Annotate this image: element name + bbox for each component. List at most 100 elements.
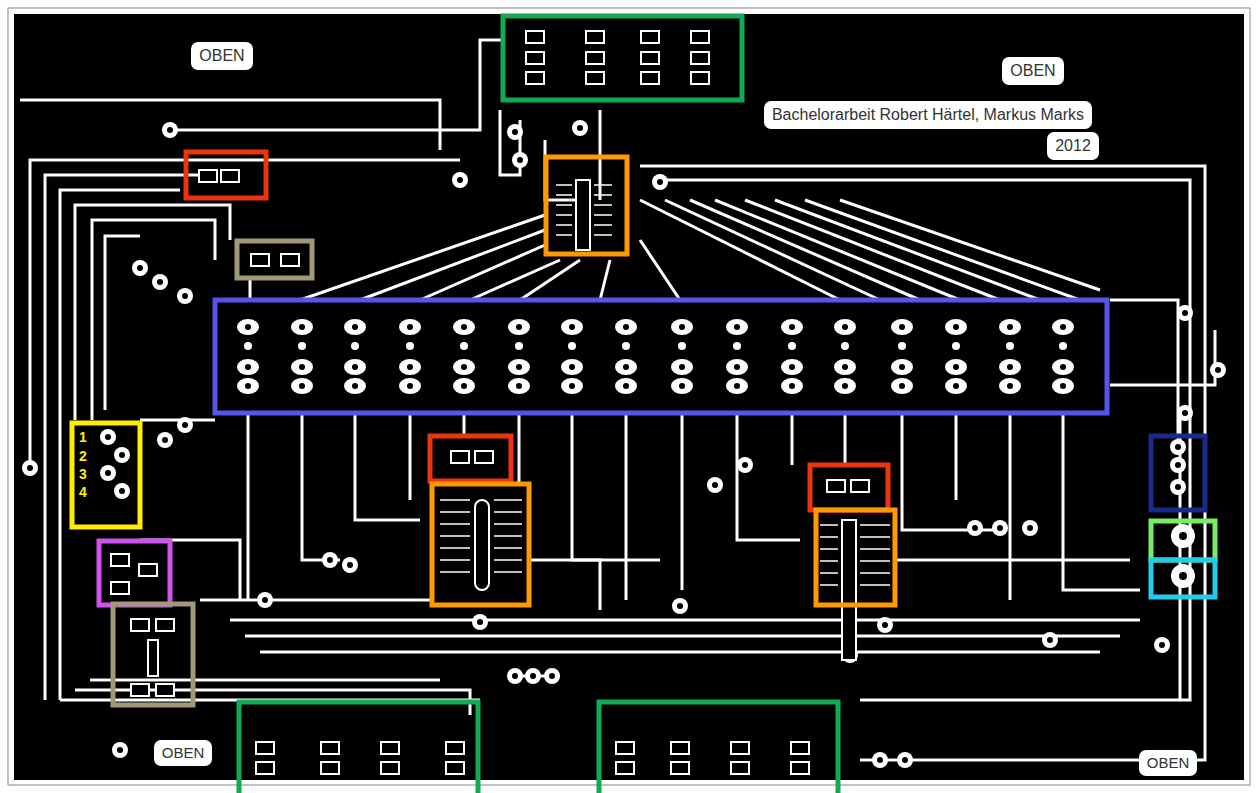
smd-pad	[586, 31, 604, 43]
smd-pad	[731, 762, 749, 774]
trace	[791, 415, 794, 465]
trace	[572, 415, 660, 560]
trace	[1110, 330, 1215, 385]
trace	[360, 230, 545, 300]
pin-number: 1	[78, 429, 88, 446]
via	[877, 617, 893, 633]
trace	[60, 190, 180, 700]
trace	[300, 215, 545, 300]
smd-pad	[641, 72, 659, 84]
ic-body	[475, 500, 489, 590]
via	[512, 152, 528, 168]
trace	[545, 140, 580, 200]
via	[1210, 362, 1226, 378]
ic-body	[576, 180, 590, 250]
smd-pad	[256, 742, 274, 754]
highlight-box	[1151, 436, 1205, 510]
pad-column	[726, 319, 748, 394]
trace	[715, 200, 960, 300]
trace	[409, 415, 412, 500]
smd-pad	[526, 31, 544, 43]
frame	[8, 8, 1250, 785]
smd-pad	[475, 451, 493, 463]
pin-pad	[1170, 457, 1186, 473]
smd-pad	[586, 52, 604, 64]
highlight-box	[546, 157, 627, 254]
smd-pad	[691, 31, 709, 43]
smd-pad	[616, 762, 634, 774]
via	[177, 417, 193, 433]
highlight-box	[1151, 521, 1215, 560]
trace	[302, 415, 340, 560]
smd-pad	[731, 742, 749, 754]
ic-leads	[820, 525, 890, 585]
via	[342, 557, 358, 573]
pad-column	[834, 319, 856, 394]
via	[1154, 637, 1170, 653]
smd-pad	[446, 762, 464, 774]
pad-column	[1052, 319, 1074, 394]
ic-body	[842, 520, 856, 660]
smd-pad	[156, 619, 174, 631]
via	[992, 520, 1008, 536]
board-label: OBEN	[1002, 57, 1063, 84]
trace	[840, 200, 1100, 290]
smd-pad	[827, 480, 845, 492]
smd-pad	[671, 742, 689, 754]
smd-pad	[641, 31, 659, 43]
ic-fingers	[440, 185, 890, 585]
ic-leads	[556, 185, 612, 235]
smd-pad	[526, 72, 544, 84]
traces	[20, 40, 1215, 760]
smd-pads	[111, 31, 869, 774]
via	[1022, 520, 1038, 536]
via	[152, 274, 168, 290]
smd-pad	[251, 254, 269, 266]
smd-pad	[616, 742, 634, 754]
trace	[260, 651, 1100, 654]
pad-column	[999, 319, 1021, 394]
highlight-box	[113, 604, 193, 705]
smd-pad	[526, 52, 544, 64]
via	[162, 122, 178, 138]
trace	[245, 635, 1120, 638]
trace	[92, 220, 215, 420]
trace	[140, 419, 215, 422]
highlight-boxes	[72, 16, 1215, 793]
pad-column	[671, 319, 693, 394]
highlight-box	[215, 300, 1107, 413]
pin-pad	[1170, 479, 1186, 495]
pin-number: 3	[78, 466, 88, 483]
via	[112, 742, 128, 758]
pin-pad	[1170, 439, 1186, 455]
ic-leads	[440, 500, 522, 572]
via	[572, 120, 588, 136]
trace	[520, 260, 580, 300]
pin-pad	[100, 465, 116, 481]
via	[737, 457, 753, 473]
trace	[420, 245, 545, 300]
highlight-box	[99, 541, 170, 605]
via-pads	[22, 120, 1226, 768]
trace	[745, 200, 1000, 300]
trace	[1110, 300, 1178, 440]
via	[525, 668, 541, 684]
pad-column	[615, 319, 637, 394]
ic-footprints	[440, 180, 890, 660]
pad-column	[508, 319, 530, 394]
via	[672, 598, 688, 614]
highlight-box	[72, 423, 140, 527]
trace	[1063, 415, 1140, 590]
trace	[518, 415, 521, 484]
pad-column	[237, 319, 259, 394]
pad-column	[561, 319, 583, 394]
trace	[600, 260, 610, 300]
smd-pad	[321, 742, 339, 754]
copper-ground	[14, 14, 1244, 780]
trace	[640, 200, 840, 300]
highlight-box	[432, 484, 529, 605]
trace	[902, 415, 1000, 530]
via	[257, 592, 273, 608]
